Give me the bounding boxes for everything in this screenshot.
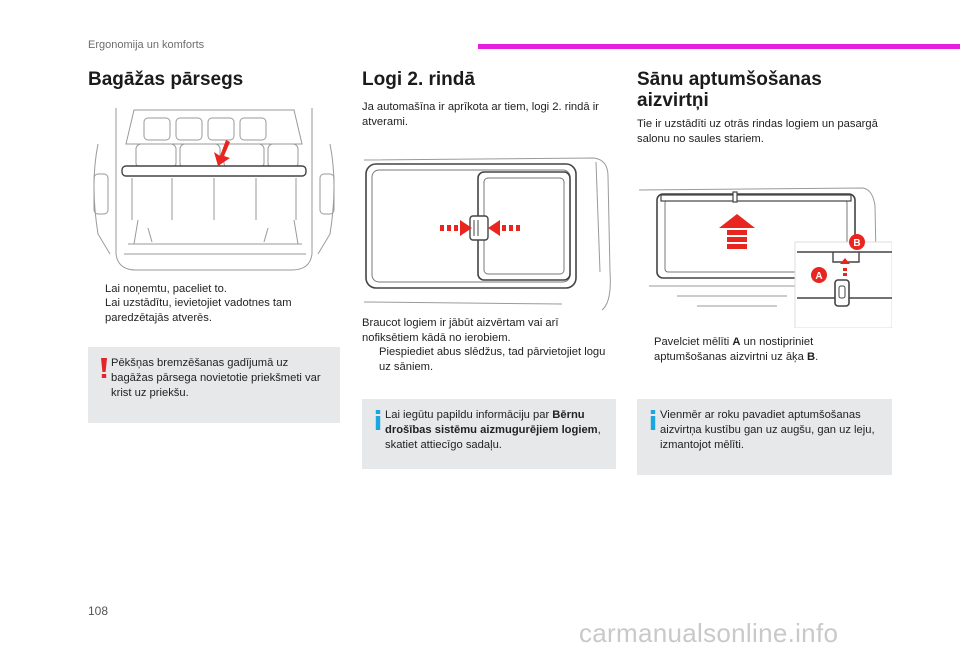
sun-blind-illustration: B A (638, 187, 892, 328)
label-a: A (815, 271, 822, 282)
info-text-part: Lai iegūtu papildu informāciju par (385, 409, 553, 421)
info-note-windows: Lai iegūtu papildu informāciju par Bērnu… (362, 399, 616, 469)
text-part: un nostipriniet aptumšošanas aizvirtni u… (654, 336, 814, 363)
warning-text: Pēkšņas bremzēšanas gadījumā uz bagāžas … (111, 357, 321, 399)
warning-note: Pēkšņas bremzēšanas gadījumā uz bagāžas … (88, 347, 340, 423)
info-note-sun-blinds: Vienmēr ar roku pavadiet aptumšošanas ai… (637, 399, 892, 475)
page-number: 108 (88, 604, 109, 618)
bullet-pull-tab-text: Pavelciet mēlīti A un nostipriniet aptum… (637, 335, 887, 364)
info-i-icon (650, 410, 656, 430)
text-bold-a: A (732, 336, 741, 348)
sun-blinds-intro-text: Tie ir uzstādīti uz otrās rindas logiem … (637, 118, 878, 145)
info-i-icon (375, 410, 381, 430)
section-title-luggage-cover: Bagāžas pārsegs (88, 69, 244, 90)
windows-intro-text: Ja automašīna ir aprīkota ar tiem, logi … (362, 101, 599, 128)
info-text-part: , skatiet attiecīgo sadaļu. (385, 424, 601, 451)
text-bold-b: B (806, 350, 816, 363)
title-line: Sānu aptumšošanas (637, 69, 822, 90)
header-section-label: Ergonomija un komforts (88, 39, 205, 51)
text-part: Pavelciet mēlīti (654, 336, 733, 348)
section-title-second-row-windows: Logi 2. rindā (362, 69, 475, 90)
info-text-windows: Lai iegūtu papildu informāciju par Bērnu… (385, 408, 606, 453)
text-part: . (815, 350, 819, 363)
watermark: carmanualsonline.info (579, 618, 839, 648)
bullet-pull-tab: Pavelciet mēlīti A un nostipriniet aptum… (637, 335, 887, 364)
info-text-bold: Bērnu drošības sistēmu aizmugurējiem log… (385, 409, 598, 436)
bullet-press-switches-text: Piespiediet abus slēdžus, tad pārvietoji… (379, 346, 606, 373)
title-line: aizvirtņi (637, 90, 709, 111)
bullet-remove-text: Lai noņemtu, paceliet to. (105, 283, 227, 295)
info-text-sun-blinds: Vienmēr ar roku pavadiet aptumšošanas ai… (660, 409, 875, 451)
bullet-remove: Lai noņemtu, paceliet to. (88, 282, 340, 297)
warning-exclamation-icon (101, 358, 107, 378)
windows-driving-text: Braucot logiem ir jābūt aizvērtam vai ar… (362, 317, 559, 344)
luggage-cover-illustration (88, 104, 340, 272)
bullet-install: Lai uzstādītu, ievietojiet vadotnes tam … (88, 296, 320, 325)
bullet-press-switches: Piespiediet abus slēdžus, tad pārvietoji… (362, 345, 608, 374)
header-accent-bar (478, 44, 960, 49)
label-b: B (853, 238, 860, 249)
sliding-window-illustration (363, 157, 611, 311)
bullet-install-text: Lai uzstādītu, ievietojiet vadotnes tam … (105, 297, 292, 324)
